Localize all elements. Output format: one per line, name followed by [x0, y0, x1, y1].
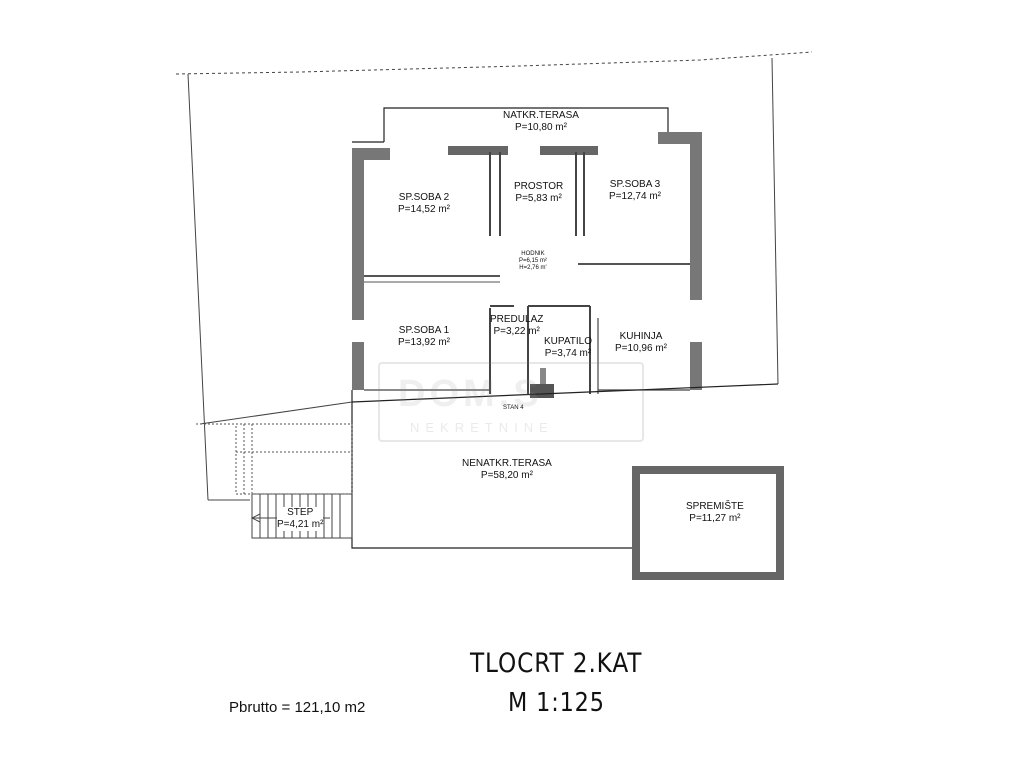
bath-fixture [540, 368, 546, 384]
room-label-prostor: PROSTOR P=5,83 m² [514, 181, 563, 205]
plot-boundary-top [175, 51, 813, 75]
open-terrace-top [351, 383, 779, 403]
wall-north-right-inner [540, 146, 598, 155]
room-label-sp-soba-1: SP.SOBA 1 P=13,92 m² [398, 325, 450, 349]
room-name: SP.SOBA 2 [398, 192, 450, 203]
room-name: HODNIK [521, 251, 545, 257]
drawing-title: TLOCRT 2.KAT [470, 648, 643, 679]
room-area: P=3,74 m² [544, 348, 592, 359]
room-label-hodnik: HODNIK P=6,15 m² H=2,76 m' [519, 251, 547, 272]
room-label-nenatkr-terasa: NENATKR.TERASA P=58,20 m² [462, 458, 552, 482]
room-label-predulaz: PREDULAZ P=3,22 m² [490, 314, 543, 338]
plot-boundary-right [771, 57, 779, 385]
room-name: PROSTOR [514, 181, 564, 192]
room-name: KUHINJA [619, 331, 663, 342]
wall-east-lower [690, 342, 702, 390]
room-area: P=6,15 m² [519, 258, 547, 264]
open-terrace-top-left [199, 401, 353, 425]
room-label-step: STEP P=4,21 m² [277, 507, 324, 531]
room-label-sp-soba-3: SP.SOBA 3 P=12,74 m² [609, 179, 661, 203]
unit-label: STAN 4 [503, 405, 524, 411]
room-label-spremiste: SPREMIŠTE P=11,27 m² [686, 501, 744, 525]
wall-east-upper [690, 132, 702, 300]
room-area: P=58,20 m² [480, 470, 533, 481]
room-name: KUPATILO [544, 336, 592, 347]
room-area: P=13,92 m² [398, 337, 450, 348]
wall-west-upper [352, 148, 364, 320]
room-name: STEP [287, 507, 314, 518]
room-label-natkr-terasa: NATKR.TERASA P=10,80 m² [503, 110, 579, 134]
room-area: P=12,74 m² [609, 191, 661, 202]
plot-boundary-left [187, 73, 209, 501]
room-name: PREDULAZ [490, 314, 544, 325]
wall-west-lower [352, 342, 364, 390]
room-name: SP.SOBA 1 [398, 325, 450, 336]
gross-area: Pbrutto = 121,10 m2 [229, 699, 366, 716]
room-name: SPREMIŠTE [686, 501, 744, 512]
room-area: P=4,21 m² [277, 519, 324, 530]
stairs-dashed [196, 423, 353, 495]
storage-wall [632, 466, 784, 580]
room-label-kuhinja: KUHINJA P=10,96 m² [615, 331, 667, 355]
wall-north-left-inner [448, 146, 508, 155]
room-height: H=2,76 m' [519, 265, 547, 271]
room-area: P=14,52 m² [398, 204, 450, 215]
watermark-logo: DOM.S [398, 373, 543, 415]
room-name: NENATKR.TERASA [462, 458, 552, 469]
room-area: P=5,83 m² [515, 193, 562, 204]
watermark-frame [378, 362, 644, 442]
drawing-scale: M 1:125 [508, 688, 605, 718]
room-area: P=11,27 m² [689, 513, 741, 524]
room-area: P=3,22 m² [493, 326, 540, 337]
room-area: P=10,96 m² [615, 343, 667, 354]
room-name: SP.SOBA 3 [609, 179, 661, 190]
watermark-subtext: NEKRETNINE [410, 420, 554, 435]
covered-terrace-outline [383, 107, 669, 142]
room-name: NATKR.TERASA [503, 110, 579, 121]
room-area: P=10,80 m² [514, 122, 567, 133]
room-label-sp-soba-2: SP.SOBA 2 P=14,52 m² [398, 192, 450, 216]
room-label-kupatilo: KUPATILO P=3,74 m² [544, 336, 592, 360]
